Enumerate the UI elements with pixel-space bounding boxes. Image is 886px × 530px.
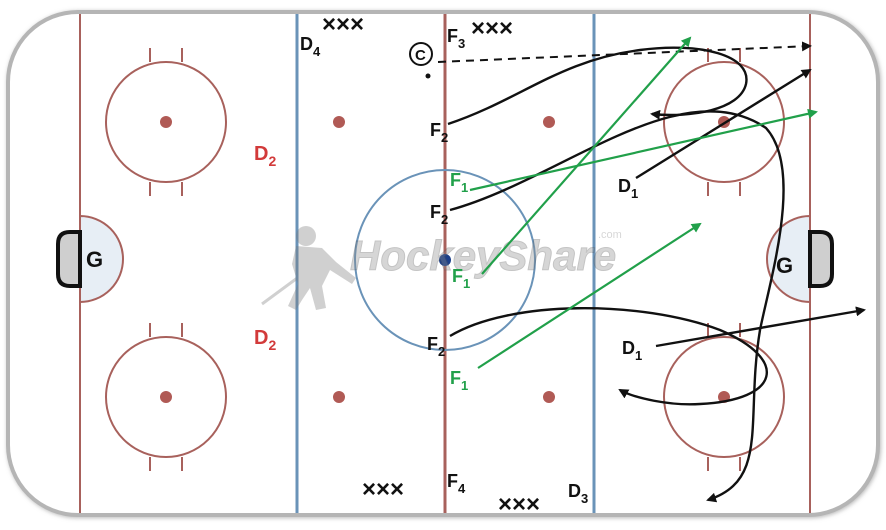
watermark-player-icon: [261, 226, 356, 310]
f2-top-label: F2: [430, 120, 448, 145]
labels: G G D2 D2 D4 ××× C F3 ××× F2 F2 F2 F1 F1…: [86, 11, 793, 518]
goal-net-right: [808, 230, 834, 288]
goal-crease-right: [766, 214, 811, 304]
green-paths: [469, 36, 818, 369]
neutral-dot-left-bottom: [333, 391, 345, 403]
f1-b-label: F1: [452, 266, 470, 291]
faceoff-circle-left-top: [105, 48, 227, 196]
pucks-d4: ×××: [322, 11, 364, 38]
d2-top-label: D2: [254, 143, 276, 169]
goal-net-left: [56, 230, 82, 288]
d4-label: D4: [300, 34, 321, 59]
f1-a-label: F1: [450, 170, 468, 195]
neutral-dot-right-bottom: [543, 391, 555, 403]
f4-label: F4: [447, 471, 466, 496]
d3-label: D3: [568, 481, 588, 506]
path-d1-top: [635, 68, 812, 180]
f3-label: F3: [447, 26, 465, 51]
watermark: HockeyShare .com: [261, 226, 622, 310]
neutral-dot-left-top: [333, 116, 345, 128]
path-d1-bottom: [655, 306, 866, 348]
center-faceoff-dot: [439, 254, 451, 266]
coach-marker: C: [409, 42, 433, 79]
d1-top-label: D1: [618, 176, 638, 201]
black-paths: [447, 46, 866, 503]
center-circle: [354, 169, 536, 351]
neutral-dot-right-top: [543, 116, 555, 128]
f2-mid-label: F2: [430, 202, 448, 227]
f2-bottom-label: F2: [427, 334, 445, 359]
watermark-text: HockeyShare: [350, 232, 616, 279]
pass-f1-c: [477, 222, 702, 369]
path-f2-bottom: [449, 307, 768, 406]
f1-c-label: F1: [450, 368, 468, 393]
pass-f1-b: [481, 36, 692, 275]
goal-crease-left: [79, 214, 124, 304]
watermark-sub: .com: [598, 229, 622, 241]
pucks-f4: ×××: [362, 476, 404, 503]
faceoff-circle-left-bottom: [105, 323, 227, 471]
path-f2-top: [447, 46, 748, 126]
pucks-f3: ×××: [471, 15, 513, 42]
goalie-right-label: G: [776, 253, 793, 278]
d1-bottom-label: D1: [622, 338, 642, 363]
d2-bottom-label: D2: [254, 327, 276, 353]
path-coach-pass: [437, 41, 812, 63]
pucks-d3: ×××: [498, 491, 540, 518]
coach-label: C: [415, 47, 426, 64]
path-f2-mid: [449, 110, 785, 503]
pass-f1-a: [469, 108, 818, 192]
goalie-left-label: G: [86, 247, 103, 272]
